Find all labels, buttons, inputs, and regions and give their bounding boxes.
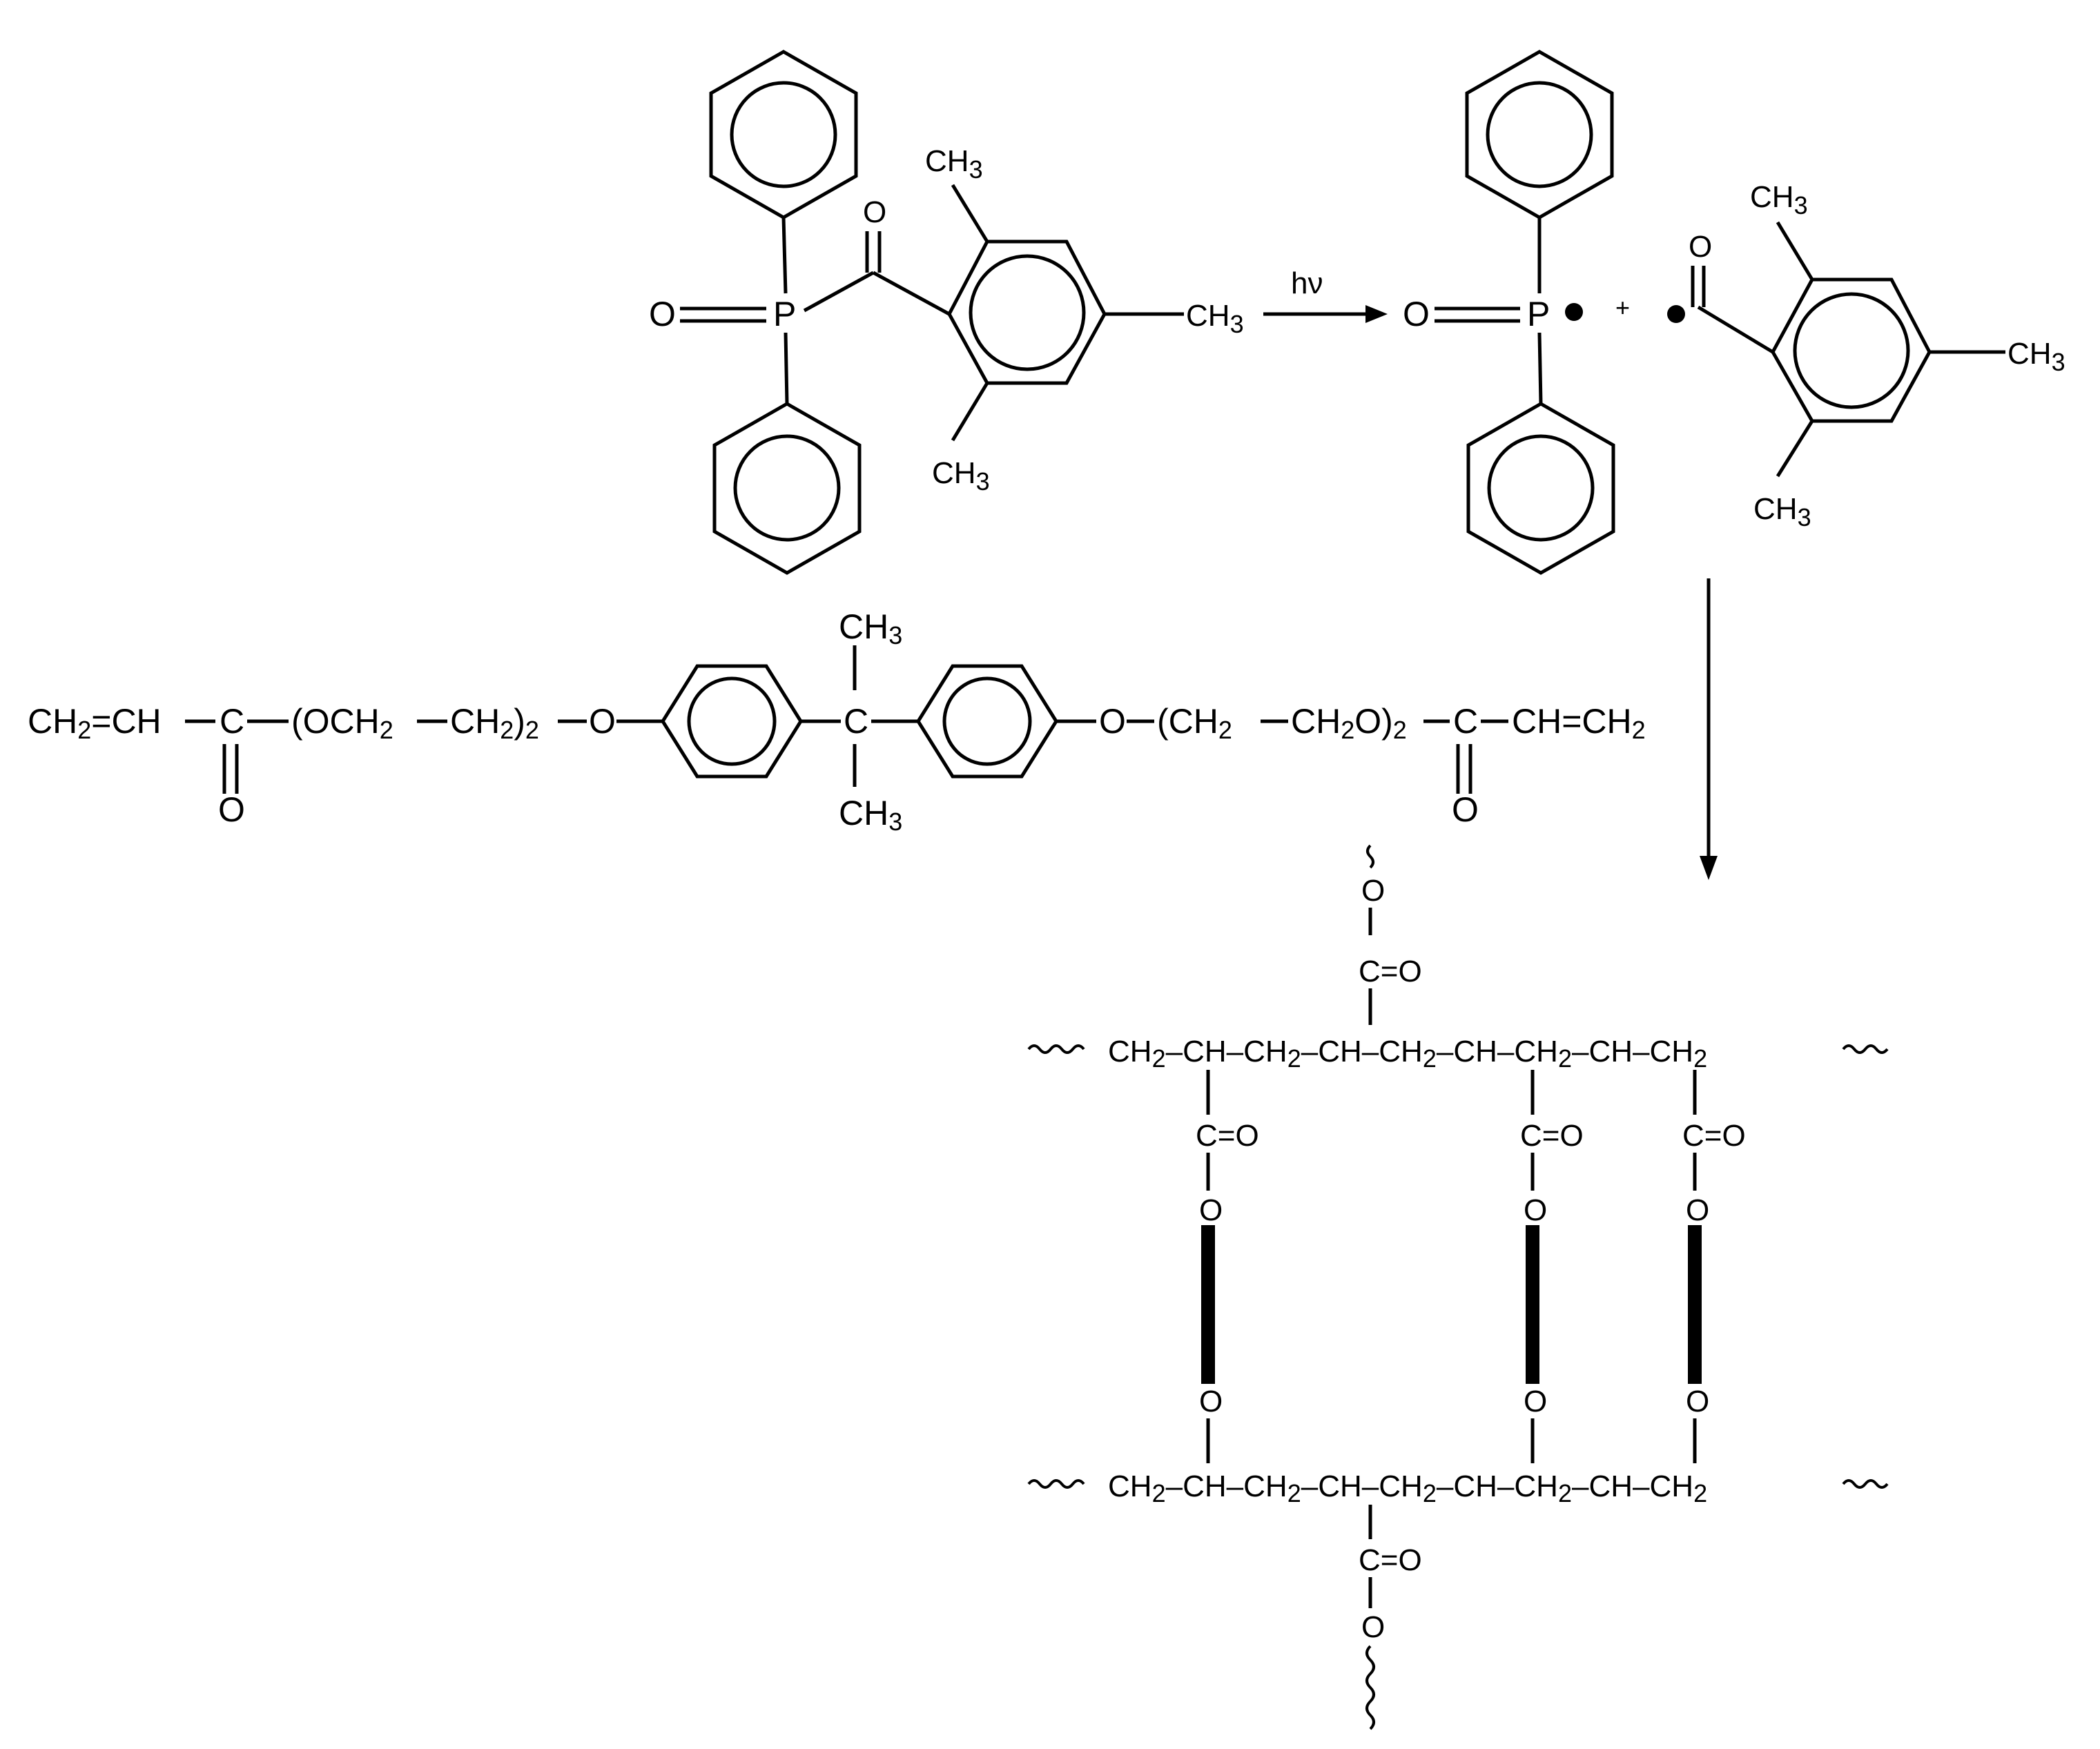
crosslink-oxygen: O bbox=[1686, 1385, 1709, 1418]
ether-oxygen-right: O bbox=[1099, 702, 1126, 741]
p-phenyl-bond bbox=[781, 217, 788, 294]
vinyl-group-left: CH2=CH bbox=[28, 702, 162, 744]
crosslink-carbonyl: C=O bbox=[1682, 1119, 1746, 1153]
backbone-upper: CH2–CH–CH2–CH–CH2–CH–CH2–CH–CH2 bbox=[1108, 1035, 1707, 1073]
phenyl-ring-bottom bbox=[712, 402, 862, 575]
crosslink-oxygen: O bbox=[1199, 1193, 1223, 1227]
peg-right-ch2o: CH2O)2 bbox=[1291, 702, 1407, 744]
ester-oxygen-left: O bbox=[218, 790, 245, 829]
aromatic-circle bbox=[1487, 434, 1595, 542]
crosslink-carbonyl: C=O bbox=[1196, 1119, 1259, 1153]
phenylene-ring-left bbox=[661, 664, 803, 779]
ether-oxygen-left: O bbox=[589, 702, 616, 741]
crosslinked-network: O C=O CH2–CH–CH2–CH–CH2–CH–CH2–CH–CH2 C=… bbox=[1027, 844, 1889, 1730]
benzoyl-oxygen: O bbox=[1689, 230, 1712, 264]
p-phenyl-bond bbox=[784, 332, 789, 404]
p-phenyl-bond bbox=[1537, 332, 1543, 404]
peg-left: (OCH2 bbox=[291, 702, 393, 744]
wavy-chain-end bbox=[1366, 844, 1374, 869]
crosslink-oxygen: O bbox=[1524, 1385, 1547, 1418]
methyl-label: CH3 bbox=[1186, 299, 1244, 338]
methyl-label: CH3 bbox=[932, 456, 990, 496]
mesityl-ring bbox=[947, 240, 1107, 385]
pendant-oxygen: O bbox=[1361, 874, 1385, 908]
aromatic-circle bbox=[1486, 81, 1593, 188]
methyl-label: CH3 bbox=[925, 144, 983, 184]
methyl-bond bbox=[1776, 221, 1814, 281]
methyl-bottom: CH3 bbox=[839, 794, 902, 836]
vinyl-group-right: CH=CH2 bbox=[1512, 702, 1646, 744]
crosslink-oxygen: O bbox=[1686, 1193, 1709, 1227]
phosphinoyl-radical: O P bbox=[1403, 50, 1615, 575]
initiator-phosphorus: P bbox=[773, 295, 796, 333]
ester-carbon-left: C bbox=[220, 702, 244, 741]
wavy-chain-end bbox=[1027, 1044, 1085, 1054]
arrow-head bbox=[1365, 305, 1388, 323]
methyl-label: CH3 bbox=[1753, 492, 1811, 531]
backbone-lower: CH2–CH–CH2–CH–CH2–CH–CH2–CH–CH2 bbox=[1108, 1469, 1707, 1507]
aromatic-circle bbox=[730, 81, 837, 188]
carbonyl-ring-bond bbox=[872, 271, 951, 316]
methyl-bond bbox=[951, 382, 989, 442]
ester-oxygen-right: O bbox=[1452, 790, 1479, 829]
central-carbon: C bbox=[844, 702, 868, 741]
peg-left-ch2: CH2)2 bbox=[450, 702, 539, 744]
phosphinoyl-phosphorus: P bbox=[1527, 295, 1550, 333]
methyl-bond bbox=[951, 184, 989, 243]
initiator-oxygen: O bbox=[649, 295, 676, 333]
carbonyl-ring-bond bbox=[1697, 305, 1774, 354]
p-carbonyl-bond bbox=[803, 271, 875, 313]
pendant-carbonyl: C=O bbox=[1359, 1543, 1422, 1577]
wavy-chain-end bbox=[1365, 1645, 1375, 1730]
pendant-oxygen: O bbox=[1361, 1610, 1385, 1644]
crosslink-oxygen: O bbox=[1199, 1385, 1223, 1418]
radical-dot bbox=[1667, 305, 1685, 323]
wavy-chain-end bbox=[1842, 1479, 1889, 1489]
crosslink-carbonyl: C=O bbox=[1520, 1119, 1584, 1153]
crosslink-oxygen: O bbox=[1524, 1193, 1547, 1227]
polymerization-arrow bbox=[1700, 578, 1718, 880]
aromatic-circle bbox=[733, 434, 841, 542]
methyl-bond bbox=[1776, 420, 1814, 478]
methyl-label: CH3 bbox=[2007, 337, 2065, 376]
aromatic-circle bbox=[1793, 292, 1910, 409]
phosphinoyl-oxygen: O bbox=[1403, 295, 1430, 333]
plus-sign: + bbox=[1615, 293, 1630, 322]
pendant-carbonyl: C=O bbox=[1359, 955, 1422, 988]
wavy-chain-end bbox=[1027, 1479, 1085, 1489]
photolysis-arrow: hν bbox=[1263, 266, 1388, 323]
ester-carbon-right: C bbox=[1453, 702, 1478, 741]
mesityl-ring bbox=[1771, 277, 1932, 423]
diacrylate-monomer: CH2=CH C O (OCH2 CH2)2 O C CH3 CH3 O (CH… bbox=[28, 607, 1646, 836]
aromatic-circle bbox=[942, 676, 1032, 766]
methyl-top: CH3 bbox=[839, 607, 902, 649]
arrow-head bbox=[1700, 856, 1718, 880]
peg-right: (CH2 bbox=[1157, 702, 1232, 744]
aromatic-circle bbox=[687, 676, 777, 766]
methyl-label: CH3 bbox=[1750, 180, 1808, 219]
hv-label: hν bbox=[1291, 266, 1323, 300]
benzoyl-radical: O CH3 CH3 CH3 bbox=[1667, 180, 2065, 531]
phenyl-ring-bottom bbox=[1466, 402, 1615, 575]
phenylene-ring-right bbox=[916, 664, 1058, 779]
radical-dot bbox=[1565, 303, 1583, 321]
carbonyl-oxygen: O bbox=[863, 195, 886, 229]
aromatic-circle bbox=[969, 254, 1086, 371]
initiator-molecule: O P O CH3 CH3 CH3 bbox=[649, 50, 1244, 575]
wavy-chain-end bbox=[1842, 1044, 1889, 1054]
